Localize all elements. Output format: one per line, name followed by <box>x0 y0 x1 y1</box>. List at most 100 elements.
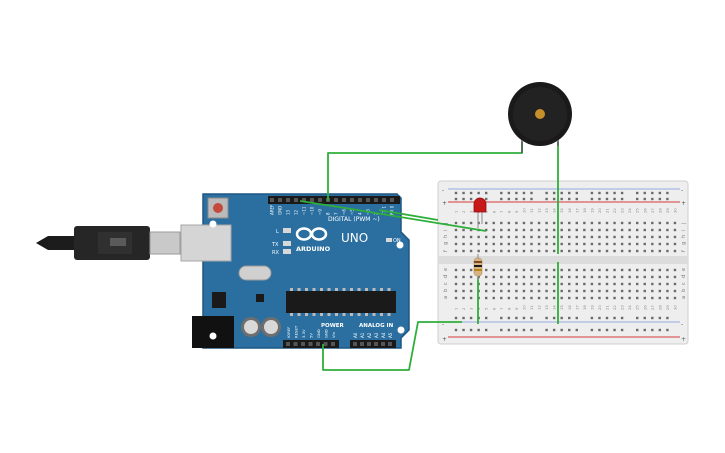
breadboard-hole[interactable] <box>469 282 473 286</box>
breadboard-hole[interactable] <box>673 249 677 253</box>
breadboard-hole[interactable] <box>545 316 548 320</box>
breadboard-hole[interactable] <box>477 191 480 195</box>
breadboard-hole[interactable] <box>575 235 578 239</box>
breadboard-hole[interactable] <box>658 221 662 225</box>
header-pin[interactable] <box>360 342 364 346</box>
breadboard-hole[interactable] <box>500 289 503 293</box>
breadboard-hole[interactable] <box>666 249 669 253</box>
breadboard-hole[interactable] <box>552 316 556 320</box>
header-pin[interactable] <box>310 198 314 202</box>
breadboard-hole[interactable] <box>515 249 518 253</box>
breadboard-hole[interactable] <box>522 221 526 225</box>
breadboard-hole[interactable] <box>568 242 571 246</box>
breadboard-hole[interactable] <box>492 268 495 272</box>
breadboard-hole[interactable] <box>666 289 669 293</box>
breadboard-hole[interactable] <box>537 268 541 272</box>
breadboard-hole[interactable] <box>651 275 654 279</box>
breadboard-hole[interactable] <box>598 249 601 253</box>
breadboard-hole[interactable] <box>666 316 669 320</box>
breadboard-hole[interactable] <box>485 242 488 246</box>
breadboard-hole[interactable] <box>530 316 533 320</box>
breadboard-hole[interactable] <box>613 268 616 272</box>
breadboard-hole[interactable] <box>454 221 458 225</box>
breadboard-hole[interactable] <box>469 242 473 246</box>
breadboard-hole[interactable] <box>598 275 601 279</box>
breadboard-hole[interactable] <box>530 289 533 293</box>
breadboard-hole[interactable] <box>485 316 488 320</box>
breadboard-hole[interactable] <box>507 221 511 225</box>
breadboard-hole[interactable] <box>515 228 518 232</box>
breadboard-hole[interactable] <box>598 242 601 246</box>
breadboard-hole[interactable] <box>469 249 473 253</box>
breadboard-hole[interactable] <box>500 228 503 232</box>
breadboard-hole[interactable] <box>575 268 578 272</box>
header-pin[interactable] <box>331 342 335 346</box>
breadboard-hole[interactable] <box>552 268 556 272</box>
breadboard-hole[interactable] <box>477 249 480 253</box>
breadboard-hole[interactable] <box>666 191 669 195</box>
breadboard-hole[interactable] <box>598 289 601 293</box>
breadboard-hole[interactable] <box>620 228 624 232</box>
header-pin[interactable] <box>353 342 357 346</box>
breadboard-hole[interactable] <box>583 296 586 300</box>
breadboard-hole[interactable] <box>605 228 609 232</box>
breadboard-hole[interactable] <box>515 221 518 225</box>
breadboard-hole[interactable] <box>515 328 518 332</box>
header-pin[interactable] <box>302 198 306 202</box>
breadboard-hole[interactable] <box>560 242 563 246</box>
breadboard-hole[interactable] <box>560 221 563 225</box>
breadboard-hole[interactable] <box>522 328 526 332</box>
breadboard-hole[interactable] <box>605 328 609 332</box>
breadboard-hole[interactable] <box>613 296 616 300</box>
breadboard-hole[interactable] <box>628 235 631 239</box>
breadboard-hole[interactable] <box>613 242 616 246</box>
wire-pin12-to-led[interactable] <box>299 200 487 232</box>
breadboard-hole[interactable] <box>620 235 624 239</box>
breadboard-hole[interactable] <box>575 242 578 246</box>
breadboard-hole[interactable] <box>620 316 624 320</box>
breadboard-hole[interactable] <box>500 328 503 332</box>
breadboard-hole[interactable] <box>500 275 503 279</box>
breadboard-hole[interactable] <box>537 221 541 225</box>
breadboard-hole[interactable] <box>628 242 631 246</box>
breadboard-hole[interactable] <box>620 289 624 293</box>
breadboard-hole[interactable] <box>636 221 639 225</box>
header-pin[interactable] <box>278 198 282 202</box>
breadboard-hole[interactable] <box>500 282 503 286</box>
breadboard-hole[interactable] <box>666 328 669 332</box>
breadboard-hole[interactable] <box>628 282 631 286</box>
breadboard-hole[interactable] <box>522 249 526 253</box>
breadboard-hole[interactable] <box>507 328 511 332</box>
breadboard-hole[interactable] <box>507 296 511 300</box>
breadboard-hole[interactable] <box>590 242 594 246</box>
breadboard-hole[interactable] <box>507 235 511 239</box>
breadboard-hole[interactable] <box>636 235 639 239</box>
breadboard-hole[interactable] <box>568 328 571 332</box>
breadboard-hole[interactable] <box>568 197 571 201</box>
breadboard-hole[interactable] <box>658 242 662 246</box>
header-pin[interactable] <box>301 342 305 346</box>
breadboard-hole[interactable] <box>590 235 594 239</box>
breadboard-hole[interactable] <box>613 191 616 195</box>
header-pin[interactable] <box>318 198 322 202</box>
breadboard-hole[interactable] <box>583 228 586 232</box>
breadboard-hole[interactable] <box>575 289 578 293</box>
breadboard-hole[interactable] <box>583 242 586 246</box>
breadboard-hole[interactable] <box>605 221 609 225</box>
breadboard-hole[interactable] <box>590 249 594 253</box>
breadboard-hole[interactable] <box>545 275 548 279</box>
breadboard-hole[interactable] <box>560 228 563 232</box>
breadboard-hole[interactable] <box>462 242 465 246</box>
breadboard-hole[interactable] <box>500 296 503 300</box>
breadboard-hole[interactable] <box>636 275 639 279</box>
breadboard-hole[interactable] <box>560 235 563 239</box>
breadboard-hole[interactable] <box>500 249 503 253</box>
breadboard-hole[interactable] <box>454 228 458 232</box>
breadboard-hole[interactable] <box>500 242 503 246</box>
breadboard-hole[interactable] <box>537 296 541 300</box>
breadboard-hole[interactable] <box>575 228 578 232</box>
breadboard-hole[interactable] <box>643 275 646 279</box>
breadboard-hole[interactable] <box>666 296 669 300</box>
breadboard-hole[interactable] <box>643 228 646 232</box>
